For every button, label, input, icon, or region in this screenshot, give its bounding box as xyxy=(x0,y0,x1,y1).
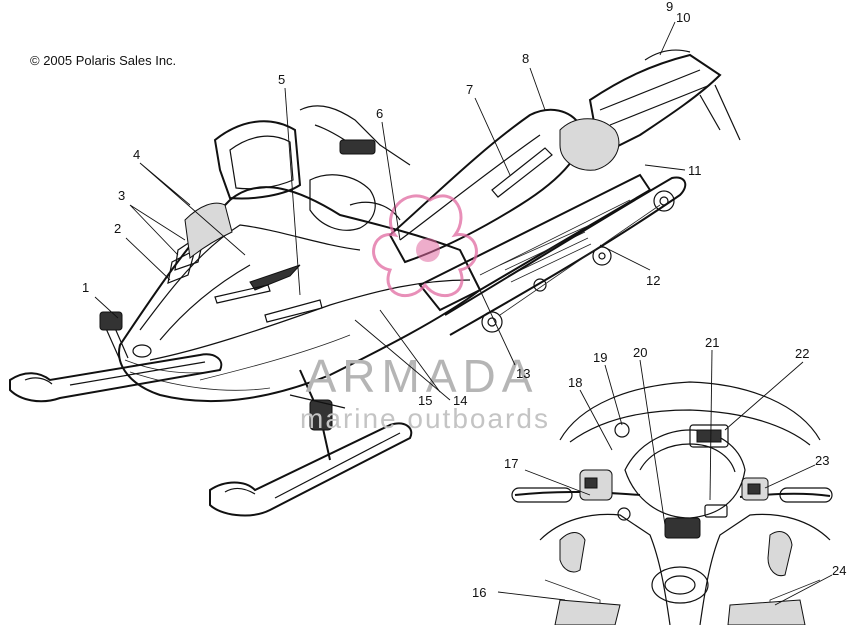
callout-13: 13 xyxy=(516,366,530,381)
watermark-subtitle: marine outboards xyxy=(300,403,550,434)
leader-lines xyxy=(94,21,833,606)
callout-15: 15 xyxy=(418,393,432,408)
callout-3: 3 xyxy=(118,188,125,203)
callout-16: 16 xyxy=(472,585,486,600)
callout-2: 2 xyxy=(114,221,121,236)
callout-9: 9 xyxy=(666,0,673,14)
watermark-title: ARMADA xyxy=(306,350,539,402)
callout-17: 17 xyxy=(504,456,518,471)
callout-1: 1 xyxy=(82,280,89,295)
snowmobile-body xyxy=(9,49,741,517)
callout-12: 12 xyxy=(646,273,660,288)
callout-numbers: 1 2 3 4 5 6 7 8 9 10 11 12 13 14 15 16 1… xyxy=(82,0,846,600)
callout-11: 11 xyxy=(688,163,702,178)
callout-7: 7 xyxy=(466,82,473,97)
callout-23: 23 xyxy=(815,453,829,468)
callout-5: 5 xyxy=(278,72,285,87)
watermark-logo xyxy=(372,194,478,298)
callout-21: 21 xyxy=(705,335,719,350)
callout-8: 8 xyxy=(522,51,529,66)
callout-22: 22 xyxy=(795,346,809,361)
dashboard-inset xyxy=(511,381,833,625)
callout-10: 10 xyxy=(676,10,690,25)
callout-24: 24 xyxy=(832,563,846,578)
callout-6: 6 xyxy=(376,106,383,121)
callout-14: 14 xyxy=(453,393,467,408)
copyright-text: © 2005 Polaris Sales Inc. xyxy=(30,53,177,68)
callout-18: 18 xyxy=(568,375,582,390)
callout-19: 19 xyxy=(593,350,607,365)
callout-20: 20 xyxy=(633,345,647,360)
callout-4: 4 xyxy=(133,147,140,162)
watermark: ARMADA marine outboards xyxy=(300,194,550,434)
